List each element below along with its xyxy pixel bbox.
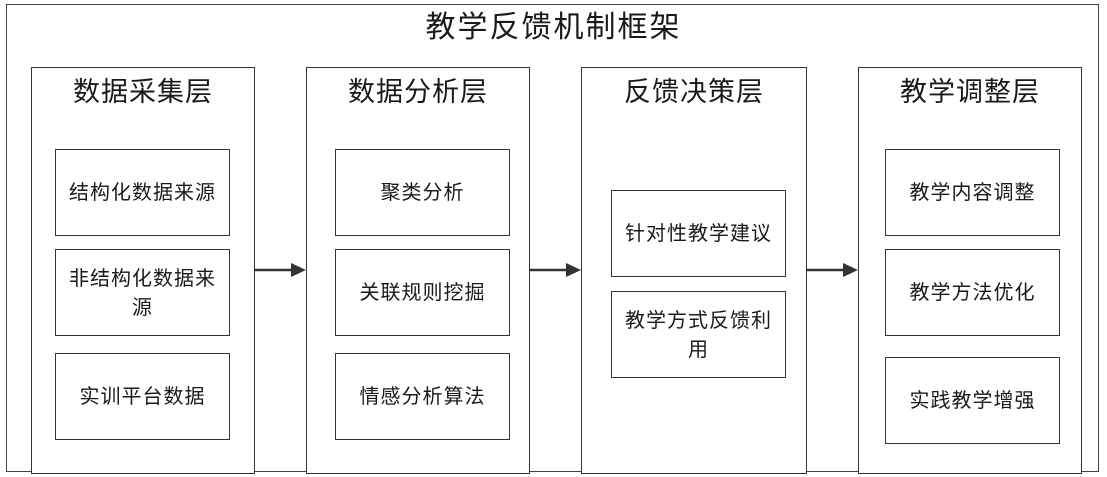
layer-data-collection: 数据采集层 结构化数据来源 非结构化数据来源 实训平台数据 xyxy=(31,67,255,474)
item-box: 教学方式反馈利用 xyxy=(611,291,786,378)
item-box: 结构化数据来源 xyxy=(55,149,230,236)
layer-feedback-decision: 反馈决策层 针对性教学建议 教学方式反馈利用 xyxy=(581,67,807,474)
arrow-right-icon xyxy=(255,263,306,277)
layer-teaching-adjustment: 教学调整层 教学内容调整 教学方法优化 实践教学增强 xyxy=(858,67,1082,474)
arrow-right-icon xyxy=(807,263,858,277)
layer-data-analysis: 数据分析层 聚类分析 关联规则挖掘 情感分析算法 xyxy=(306,67,530,474)
diagram-frame xyxy=(6,4,1099,472)
layer-title: 教学调整层 xyxy=(900,77,1040,108)
layer-title: 数据采集层 xyxy=(73,77,213,108)
layer-title: 反馈决策层 xyxy=(624,77,764,108)
item-box: 关联规则挖掘 xyxy=(335,249,510,336)
diagram-title: 教学反馈机制框架 xyxy=(425,10,682,45)
item-box: 教学方法优化 xyxy=(885,249,1060,336)
item-box: 针对性教学建议 xyxy=(611,190,786,277)
item-box: 实践教学增强 xyxy=(885,357,1060,444)
item-box: 教学内容调整 xyxy=(885,149,1060,236)
item-box: 实训平台数据 xyxy=(55,353,230,440)
item-box: 非结构化数据来源 xyxy=(55,249,230,336)
arrow-right-icon xyxy=(530,263,581,277)
item-box: 聚类分析 xyxy=(335,149,510,236)
item-box: 情感分析算法 xyxy=(335,353,510,440)
layer-title: 数据分析层 xyxy=(348,77,488,108)
